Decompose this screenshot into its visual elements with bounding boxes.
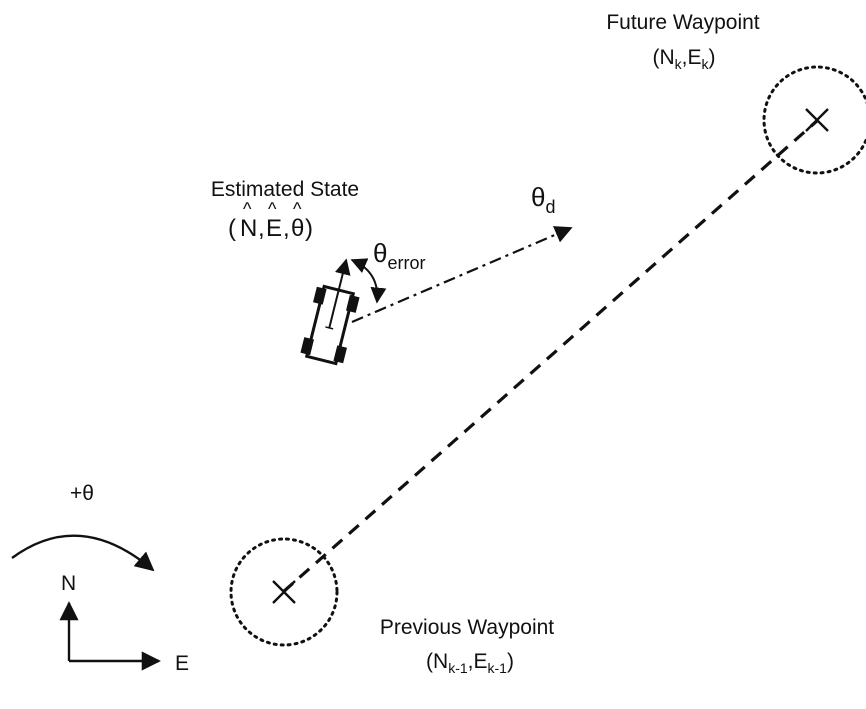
svg-text:θ: θ (291, 215, 304, 242)
future-waypoint (762, 65, 866, 175)
svg-text:N: N (240, 215, 257, 242)
svg-text:^: ^ (243, 199, 252, 219)
future-waypoint-circle (762, 65, 866, 175)
previous-waypoint-circle (229, 537, 339, 647)
waypoint-path-line (281, 118, 820, 594)
previous-waypoint-title: Previous Waypoint (380, 616, 554, 639)
vehicle-wheel-rr (333, 345, 347, 364)
vehicle-heading-arrow (328, 258, 351, 329)
desired-heading-arrow (351, 226, 573, 324)
future-waypoint-title: Future Waypoint (606, 11, 759, 34)
svg-text:,: , (283, 215, 290, 242)
vehicle-wheel-rl (300, 337, 315, 356)
theta-error-label: θerror (373, 238, 425, 273)
theta-error-arc (350, 258, 387, 304)
svg-text:): ) (305, 215, 313, 242)
axis-e-label: E (175, 652, 189, 675)
estimated-state-title: Estimated State (211, 178, 359, 201)
previous-waypoint (229, 537, 339, 647)
svg-text:^: ^ (268, 199, 277, 219)
plus-theta-label: +θ (70, 482, 94, 505)
estimated-state-coord: ( N ^ , E ^ , θ ^ ) (228, 199, 313, 242)
svg-text:,: , (258, 215, 265, 242)
theta-d-label: θd (531, 182, 555, 217)
svg-text:(: ( (228, 215, 236, 242)
vehicle-wheel-fl (313, 286, 327, 305)
svg-text:^: ^ (293, 199, 302, 219)
rotation-arc-arrow (11, 534, 155, 572)
future-waypoint-cross-icon (805, 108, 829, 132)
previous-waypoint-cross-icon (272, 580, 296, 604)
svg-text:E: E (266, 215, 282, 242)
future-waypoint-coord: (Nk,Ek) (652, 46, 715, 72)
previous-waypoint-coord: (Nk-1,Ek-1) (426, 650, 514, 676)
vehicle-center-tick (325, 326, 334, 330)
axis-n-label: N (61, 572, 76, 595)
vehicle-icon (300, 258, 360, 366)
